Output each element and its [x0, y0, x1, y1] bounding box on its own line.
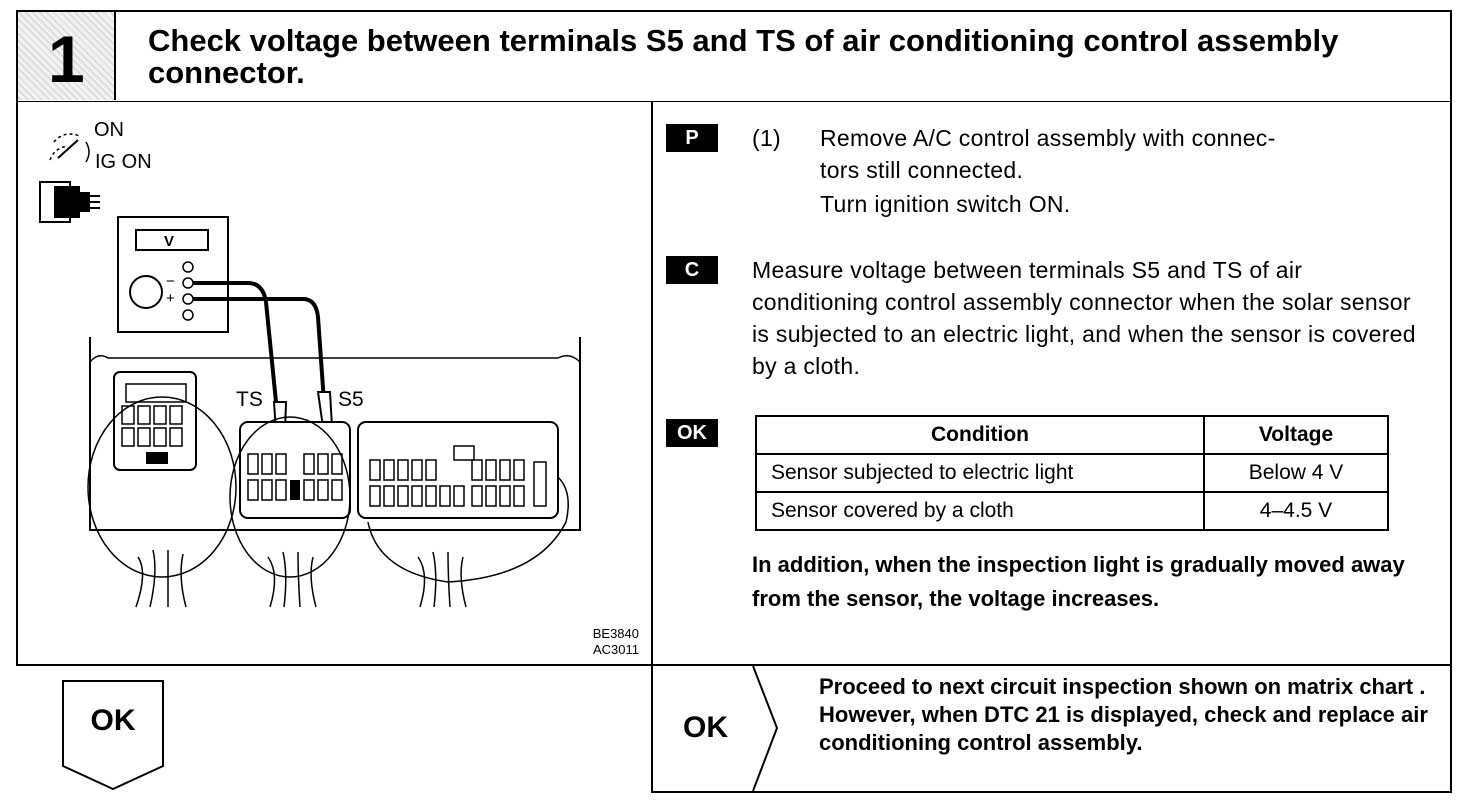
main-connector-ts-s5: [239, 421, 351, 519]
wiring-illustration: ON IG ON V − +: [18, 102, 651, 665]
meter-plus-sign: +: [166, 290, 175, 307]
connector-diagram: ON IG ON V − +: [39, 119, 581, 608]
table-row: Sensor covered by a cloth 4–4.5 V: [755, 491, 1389, 531]
step-title: Check voltage between terminals S5 and T…: [148, 23, 1339, 90]
small-connector: [113, 371, 197, 471]
table-cell-condition: Sensor subjected to electric light: [755, 453, 1205, 493]
ok-result-box: OK Proceed to next circuit inspection sh…: [651, 664, 1452, 793]
inspection-panel: ON IG ON V − +: [16, 101, 1452, 666]
figure-code-2: AC3011: [592, 642, 639, 657]
terminal-s5-label: S5: [338, 388, 364, 411]
check-instruction: Measure voltage between terminals S5 and…: [752, 257, 1416, 379]
ignition-key-icon: [49, 133, 90, 163]
step-number: 1: [48, 22, 85, 96]
table-header-condition: Condition: [755, 415, 1205, 455]
voltmeter-icon: V − +: [117, 216, 229, 333]
table-row: Sensor subjected to electric light Below…: [755, 453, 1389, 493]
column-divider: [651, 102, 653, 665]
ok-flow-arrow-left: OK: [62, 680, 164, 790]
check-label-badge: C: [666, 256, 718, 284]
step-number-box: 1: [18, 12, 116, 100]
ok-right-label: OK: [683, 711, 728, 744]
ignition-ig-on-label: IG ON: [95, 151, 152, 173]
meter-minus-sign: −: [166, 273, 175, 290]
down-arrow-icon: [62, 680, 164, 790]
table-header-voltage: Voltage: [1203, 415, 1389, 455]
table-cell-voltage: 4–4.5 V: [1203, 491, 1389, 531]
ok-label-badge: OK: [666, 419, 718, 447]
terminal-ts-label: TS: [236, 388, 263, 411]
right-connector: [357, 421, 559, 519]
prep-line-2: tors still connected.: [820, 157, 1024, 183]
wire-harness: [135, 549, 467, 608]
meter-unit-label: V: [164, 233, 174, 250]
ignition-on-label: ON: [94, 119, 124, 141]
prep-line-3: Turn ignition switch ON.: [820, 191, 1071, 217]
result-instruction: Proceed to next circuit inspection shown…: [819, 674, 1428, 755]
table-cell-condition: Sensor covered by a cloth: [755, 491, 1205, 531]
voltage-spec-table: Condition Voltage Sensor subjected to el…: [755, 415, 1389, 531]
connector-plug-icon: [39, 181, 100, 223]
ok-left-label: OK: [90, 704, 136, 737]
additional-note: In addition, when the inspection light i…: [752, 552, 1405, 611]
table-cell-voltage: Below 4 V: [1203, 453, 1389, 493]
prep-label-badge: P: [666, 124, 718, 152]
step-header: 1 Check voltage between terminals S5 and…: [16, 10, 1452, 102]
prep-step-number: (1): [752, 125, 782, 151]
chevron-right-icon: [752, 666, 779, 791]
table-header-row: Condition Voltage: [755, 415, 1389, 455]
prep-line-1: Remove A/C control assembly with connec-: [820, 125, 1276, 151]
figure-code-1: BE3840: [592, 626, 639, 641]
